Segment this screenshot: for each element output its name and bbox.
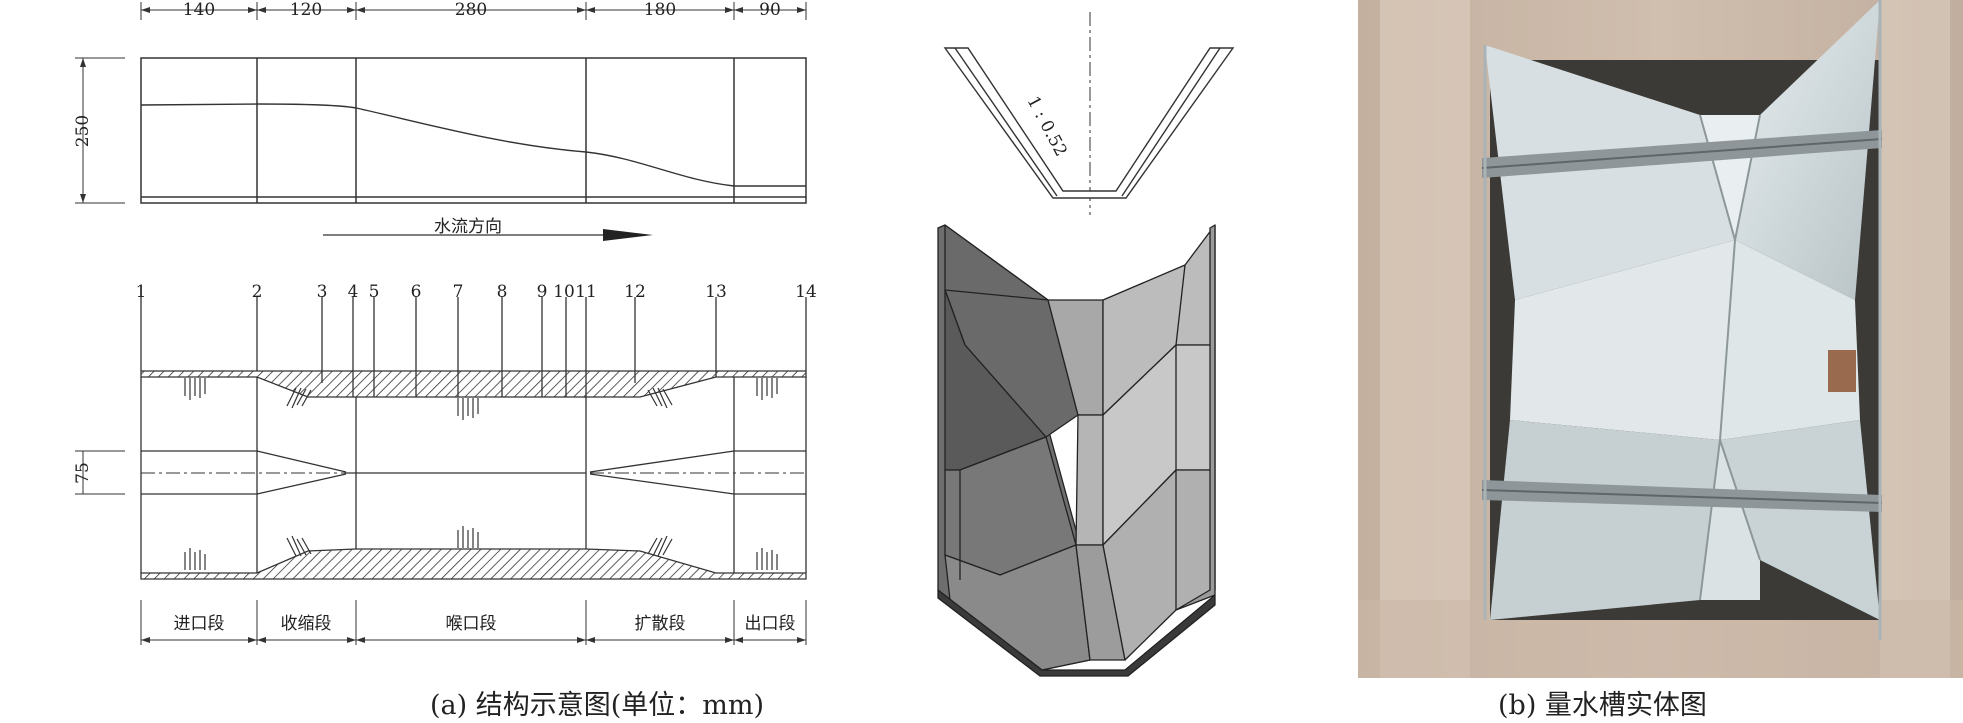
station-label-14: 14	[795, 282, 817, 302]
station-label-5: 5	[369, 282, 380, 302]
station-label-11: 11	[575, 282, 597, 302]
station-label-13: 13	[705, 282, 727, 302]
segment-label-contraction: 收缩段	[281, 614, 332, 634]
segment-label-throat: 喉口段	[446, 614, 497, 634]
dim-width: 75	[73, 462, 93, 484]
flume-photo	[1358, 0, 1963, 678]
flow-direction-label: 水流方向	[434, 217, 502, 237]
flume-3d-model	[937, 224, 1216, 677]
station-label-6: 6	[411, 282, 422, 302]
segment-label-diffuser: 扩散段	[635, 614, 686, 634]
caption-figure-b: (b) 量水槽实体图	[1498, 690, 1707, 721]
station-label-9: 9	[537, 282, 548, 302]
segment-label-outlet: 出口段	[745, 614, 796, 634]
elevation-view	[75, 2, 807, 241]
caption-figure-a: (a) 结构示意图(单位：mm)	[430, 690, 765, 721]
station-label-12: 12	[624, 282, 646, 302]
station-label-4: 4	[348, 282, 359, 302]
station-label-2: 2	[252, 282, 263, 302]
station-label-8: 8	[497, 282, 508, 302]
soil-hatch-marks	[184, 378, 778, 570]
plan-view	[75, 297, 807, 645]
dim-diffuser-length: 180	[644, 0, 676, 20]
station-label-3: 3	[317, 282, 328, 302]
cross-section-view	[943, 12, 1235, 215]
dim-height: 250	[73, 115, 93, 147]
segment-label-inlet: 进口段	[174, 614, 225, 634]
dim-outlet-length: 90	[759, 0, 781, 20]
station-label-1: 1	[136, 282, 147, 302]
dim-inlet-length: 140	[183, 0, 215, 20]
station-label-10: 10	[553, 282, 575, 302]
dim-contraction-length: 120	[290, 0, 322, 20]
station-label-7: 7	[453, 282, 464, 302]
dim-throat-length: 280	[455, 0, 487, 20]
